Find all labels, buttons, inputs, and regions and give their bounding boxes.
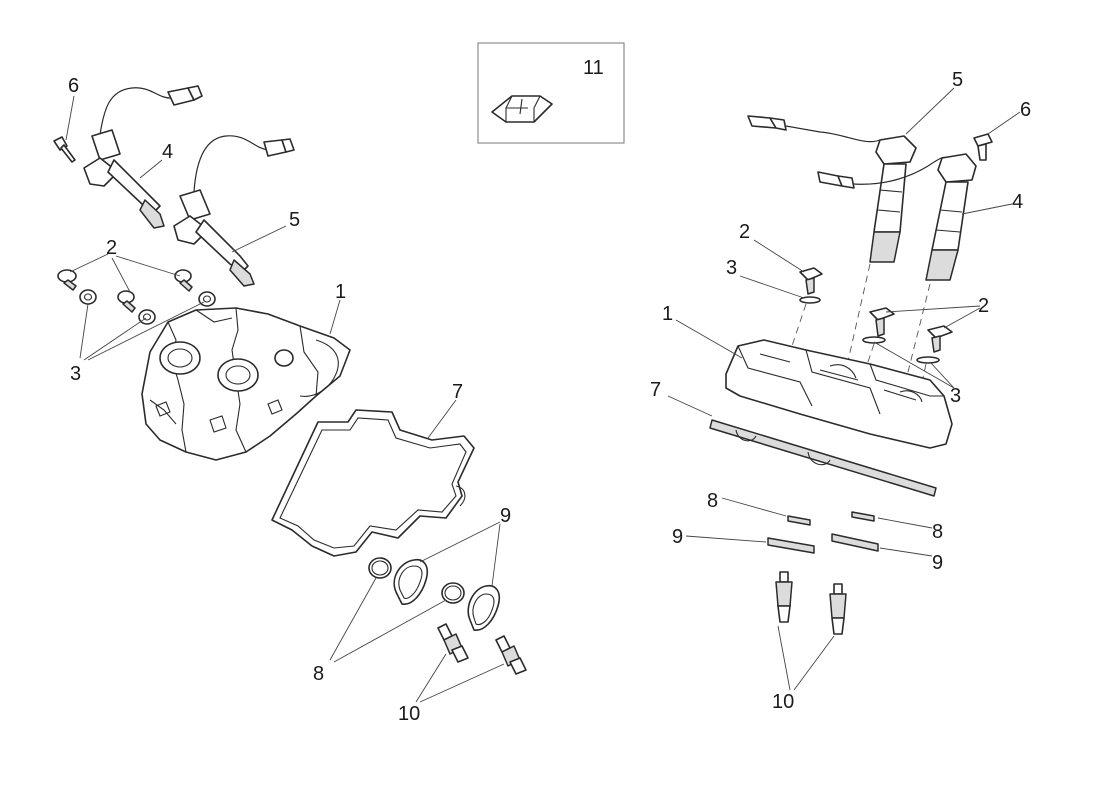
callout-left-6: 6 — [68, 75, 79, 97]
screw-2c-right-icon — [927, 325, 953, 353]
seal-9b-right-icon — [831, 533, 879, 552]
ignition-coil-5-icon — [173, 135, 295, 287]
screw-2b-icon — [174, 269, 193, 292]
washer-3b-icon — [138, 309, 156, 325]
spark-plug-10a-right-icon — [775, 571, 793, 623]
left-leader-lines — [65, 95, 505, 703]
callout-left-7: 7 — [452, 381, 463, 403]
bolt-6-right-icon — [973, 133, 993, 161]
callout-right-5: 5 — [952, 69, 963, 91]
callout-left-4: 4 — [162, 141, 173, 163]
callout-right-2-a: 2 — [739, 221, 750, 243]
screw-2c-icon — [117, 290, 136, 313]
ignition-coil-4-right-icon — [817, 153, 977, 281]
screw-2a-right-icon — [799, 267, 823, 295]
callout-right-3-b: 3 — [950, 385, 961, 407]
callout-right-9-a: 9 — [672, 526, 683, 548]
callout-left-9: 9 — [500, 505, 511, 527]
o-ring-8a-icon — [368, 557, 392, 579]
washer-3c-right-icon — [916, 356, 940, 364]
callout-left-8: 8 — [313, 663, 324, 685]
right-assembly: 5 6 4 2 3 1 2 3 7 8 8 9 9 10 — [650, 69, 1031, 713]
spark-plug-10b-icon — [495, 635, 527, 675]
ignition-coil-4-icon — [83, 85, 203, 229]
valve-cover-1-right-icon — [725, 339, 953, 449]
valve-cover-1-icon — [141, 307, 351, 461]
callout-right-7: 7 — [650, 379, 661, 401]
callout-left-3: 3 — [70, 363, 81, 385]
screw-2b-right-icon — [869, 307, 895, 337]
callout-left-1: 1 — [335, 281, 346, 303]
left-assembly: 6 4 5 2 3 1 7 9 8 10 — [53, 75, 527, 725]
callout-left-5: 5 — [289, 209, 300, 231]
callout-right-1: 1 — [662, 303, 673, 325]
callout-right-4: 4 — [1012, 191, 1023, 213]
bolt-6-icon — [53, 136, 76, 163]
callout-left-10: 10 — [398, 703, 420, 725]
o-ring-8a-right-icon — [787, 515, 811, 526]
gasket-7-right-icon — [709, 419, 937, 497]
seal-9a-right-icon — [767, 537, 815, 554]
spark-plug-10a-icon — [437, 623, 469, 663]
right-leader-lines — [667, 87, 1021, 691]
washer-3b-right-icon — [862, 336, 886, 344]
inset-part-11: 11 — [477, 42, 625, 144]
o-ring-8b-right-icon — [851, 511, 875, 522]
ignition-coil-5-right-icon — [747, 115, 917, 263]
washer-3a-right-icon — [799, 296, 821, 304]
seal-9a-icon — [393, 558, 429, 605]
callout-right-8-b: 8 — [932, 521, 943, 543]
callout-right-2-b: 2 — [978, 295, 989, 317]
callout-right-3-a: 3 — [726, 257, 737, 279]
callout-right-8-a: 8 — [707, 490, 718, 512]
washer-3a-icon — [79, 289, 97, 305]
gasket-7-icon — [271, 409, 475, 557]
callout-left-2: 2 — [106, 237, 117, 259]
seal-9b-icon — [467, 584, 501, 631]
washer-3c-icon — [198, 291, 216, 307]
o-ring-8b-icon — [441, 582, 465, 604]
callout-right-9-b: 9 — [932, 552, 943, 574]
spark-plug-10b-right-icon — [829, 583, 847, 635]
clip-part-icon — [491, 95, 553, 123]
callout-right-10: 10 — [772, 691, 794, 713]
callout-right-6: 6 — [1020, 99, 1031, 121]
screw-2a-icon — [57, 269, 77, 291]
callout-11: 11 — [583, 57, 604, 79]
inset-frame — [477, 42, 625, 144]
